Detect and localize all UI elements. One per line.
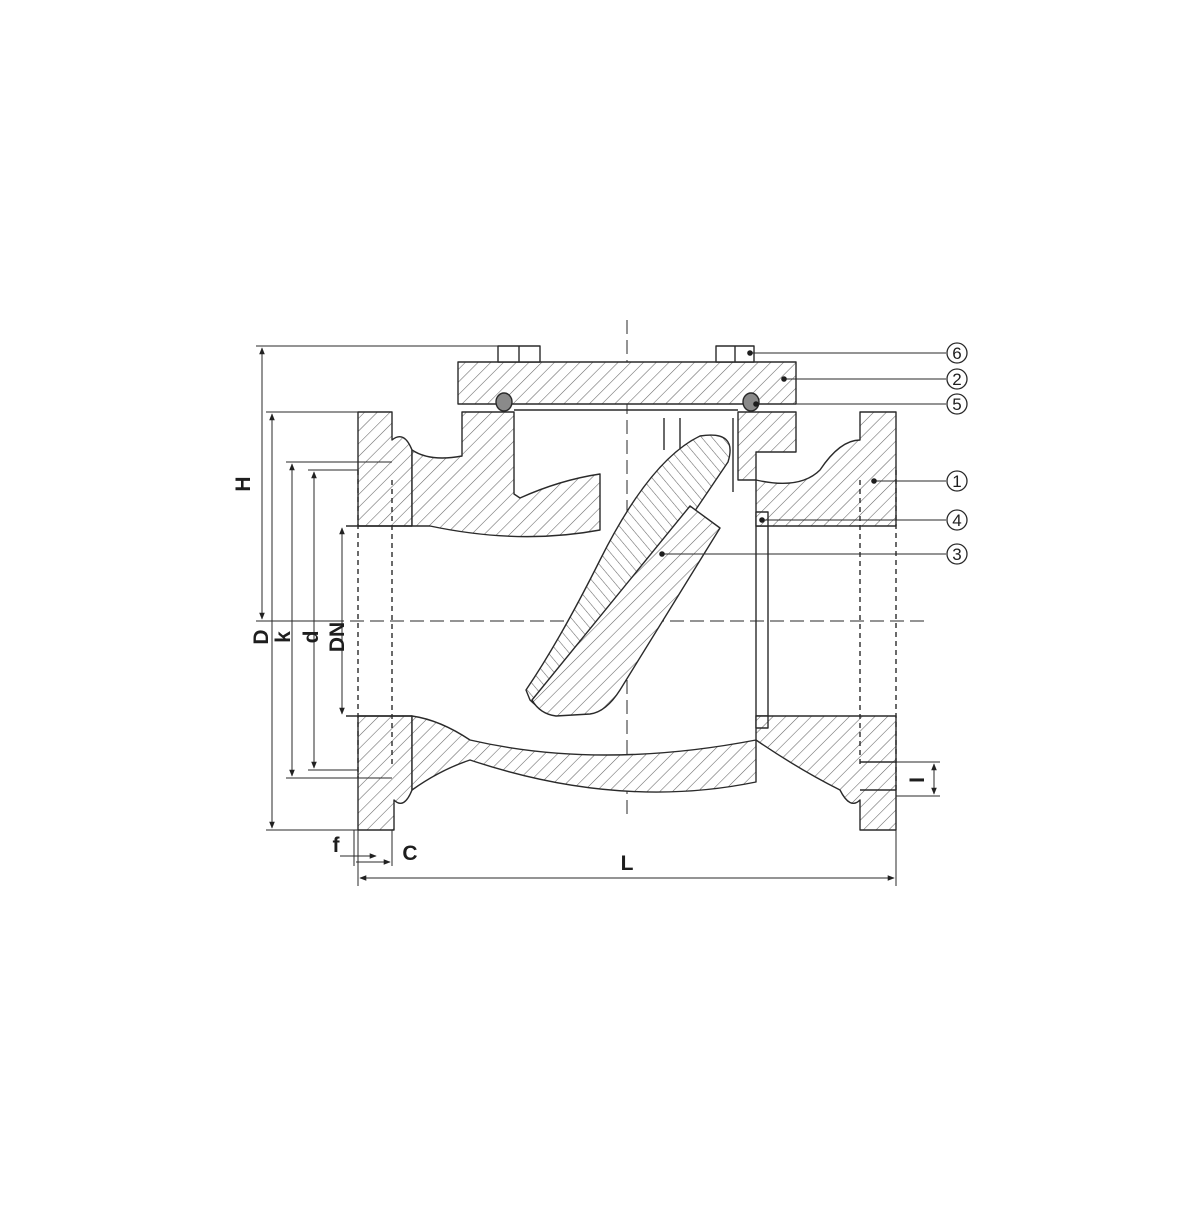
dim-label-l: L — [621, 852, 634, 875]
leader-dot-2 — [781, 376, 787, 382]
dim-label-i: I — [906, 777, 929, 783]
leader-dot-6 — [747, 350, 753, 356]
callout-1: 1 — [952, 472, 961, 491]
dim-label-k: k — [272, 631, 295, 643]
callout-circle-6 — [946, 342, 968, 364]
left-flange — [357, 411, 413, 527]
callout-3: 3 — [952, 545, 961, 564]
seat-ring-bottom — [755, 715, 769, 729]
body-lower-wall — [411, 715, 757, 793]
callout-circle-3 — [946, 543, 968, 565]
leader-dot-5 — [753, 401, 759, 407]
leader-dot-4 — [759, 517, 765, 523]
callout-4: 4 — [952, 511, 961, 530]
dim-label-d-outer: D — [250, 629, 273, 644]
dim-label-c: C — [402, 842, 417, 865]
callout-circle-2 — [946, 368, 968, 390]
leader-dot-3 — [659, 551, 665, 557]
bonnet — [457, 361, 797, 405]
dim-label-f: f — [333, 834, 341, 857]
dim-label-dn: DN — [326, 622, 349, 652]
leader-dot-1 — [871, 478, 877, 484]
dim-label-h: H — [232, 476, 255, 491]
callout-circle-4 — [946, 509, 968, 531]
body-upper-wall — [411, 411, 601, 538]
dim-label-d-inner: d — [300, 631, 323, 644]
callout-5: 5 — [952, 395, 961, 414]
right-flange-lower — [755, 715, 897, 831]
callout-circle-5 — [946, 393, 968, 415]
disc-face — [531, 505, 721, 717]
callout-circle-1 — [946, 470, 968, 492]
o-ring-left — [495, 392, 513, 412]
bonnet-right-boss — [737, 411, 797, 481]
callout-2: 2 — [952, 370, 961, 389]
callout-6: 6 — [952, 344, 961, 363]
left-flange-lower — [357, 715, 413, 831]
